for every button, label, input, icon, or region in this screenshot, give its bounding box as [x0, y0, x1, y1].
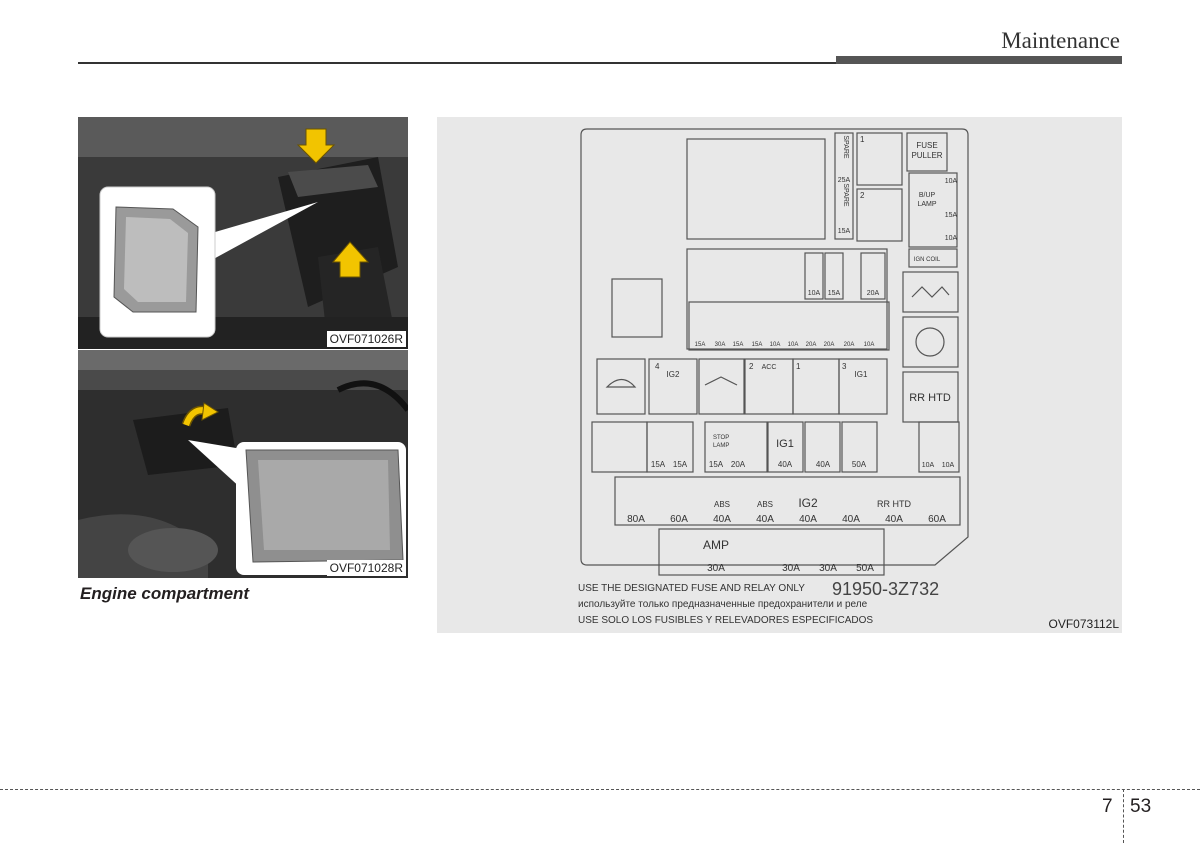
page-number: 53 [1130, 796, 1152, 817]
rating-label: 25A [838, 177, 851, 184]
footer-separator [1123, 789, 1124, 843]
rating-label: 15A [752, 342, 763, 348]
rating-label: 10A [788, 342, 799, 348]
rating-label: 15A [651, 460, 666, 469]
photo-code-label: OVF071028R [326, 560, 406, 576]
relay-number: 1 [796, 362, 801, 371]
rating-label: 80A [627, 514, 645, 525]
b-up-lamp-label: LAMP [917, 201, 936, 208]
rating-label: 15A [838, 228, 851, 235]
relay-ig1-label: IG1 [855, 370, 868, 379]
rating-label: 40A [756, 514, 774, 525]
rating-label: 10A [864, 342, 875, 348]
ign-coil-label: IGN COIL [914, 257, 941, 263]
rating-label: 20A [806, 342, 817, 348]
stop-lamp-label: LAMP [713, 443, 729, 449]
fuse-puller-label: PULLER [911, 151, 942, 160]
header-rule [78, 62, 838, 64]
rating-label: 10A [808, 290, 821, 297]
rating-label: 20A [867, 290, 880, 297]
relay-number: 1 [860, 135, 865, 144]
rating-label: 40A [816, 460, 831, 469]
rating-label: 15A [945, 212, 958, 219]
rating-label: 10A [945, 178, 958, 185]
rating-label: 40A [885, 514, 903, 525]
rating-label: 30A [715, 342, 726, 348]
rating-label: 20A [731, 460, 746, 469]
rating-label: 40A [842, 514, 860, 525]
fuse-row-mid: 15A 30A 15A 15A 10A 10A 20A 20A 20A 10A [688, 301, 890, 351]
fan-icon [915, 327, 945, 357]
horn-icon [605, 378, 637, 388]
rating-label: 15A [673, 460, 688, 469]
relay-number: 2 [860, 191, 865, 200]
photo-code-label: OVF071026R [326, 331, 406, 347]
section-number: 7 [1102, 796, 1113, 817]
part-number: 91950-3Z732 [832, 579, 939, 599]
relay-ig2-label: IG2 [667, 370, 680, 379]
rating-label: 60A [928, 514, 946, 525]
rating-label: 15A [695, 342, 706, 348]
rr-htd-label: RR HTD [877, 499, 911, 509]
fuse-panel-diagram: SPARE 25A SPARE 15A 1 2 FUSE PULLER B/UP… [437, 117, 1122, 633]
relay-number: 3 [842, 362, 847, 371]
spare-label: SPARE [842, 135, 849, 159]
ig1-label: IG1 [776, 438, 794, 450]
notice-line-en: USE THE DESIGNATED FUSE AND RELAY ONLY [578, 583, 805, 594]
rating-label: 30A [819, 563, 837, 574]
ig2-label: IG2 [798, 496, 818, 510]
rating-label: 40A [799, 514, 817, 525]
wiper-icon [704, 376, 738, 386]
fuse-diagram-code: OVF073112L [1048, 617, 1120, 631]
notice-line-ru: используйте только предназначенные предо… [578, 599, 868, 610]
rating-label: 60A [670, 514, 688, 525]
footer-rule [0, 789, 1200, 790]
rating-label: 15A [709, 460, 724, 469]
page-header-title: Maintenance [1001, 28, 1120, 53]
engine-photo-bottom: OVF071028R [78, 350, 408, 578]
relay-acc-label: ACC [762, 364, 777, 371]
rating-label: 50A [856, 563, 874, 574]
rr-htd-label: RR HTD [909, 392, 951, 404]
rating-label: 10A [770, 342, 781, 348]
rating-label: 20A [824, 342, 835, 348]
relay-number: 2 [749, 362, 754, 371]
notice-line-es: USE SOLO LOS FUSIBLES Y RELEVADORES ESPE… [578, 615, 873, 626]
rating-label: 15A [733, 342, 744, 348]
header-bar [836, 56, 1122, 64]
abs-label: ABS [714, 500, 730, 509]
fuse-box-layout: SPARE 25A SPARE 15A 1 2 FUSE PULLER B/UP… [578, 128, 969, 626]
amp-label: AMP [703, 538, 729, 552]
rating-label: 15A [828, 290, 841, 297]
engine-photo-top-illustration [78, 117, 408, 349]
rating-label: 30A [707, 563, 725, 574]
rating-label: 50A [852, 460, 867, 469]
rating-label: 10A [945, 235, 958, 242]
b-up-lamp-label: B/UP [919, 192, 936, 199]
rating-label: 30A [782, 563, 800, 574]
defroster-icon [911, 286, 950, 298]
rating-label: 10A [922, 462, 935, 469]
abs-label: ABS [757, 500, 773, 509]
photo-caption: Engine compartment [80, 584, 250, 603]
rating-label: 10A [942, 462, 955, 469]
rating-label: 40A [778, 460, 793, 469]
fuse-puller-label: FUSE [916, 141, 937, 150]
stop-lamp-label: STOP [713, 435, 729, 441]
engine-photo-top: OVF071026R [78, 117, 408, 349]
spare-label: SPARE [842, 183, 849, 207]
rating-label: 20A [844, 342, 855, 348]
relay-number: 4 [655, 362, 660, 371]
rating-label: 40A [713, 514, 731, 525]
engine-photo-bottom-illustration [78, 350, 408, 578]
